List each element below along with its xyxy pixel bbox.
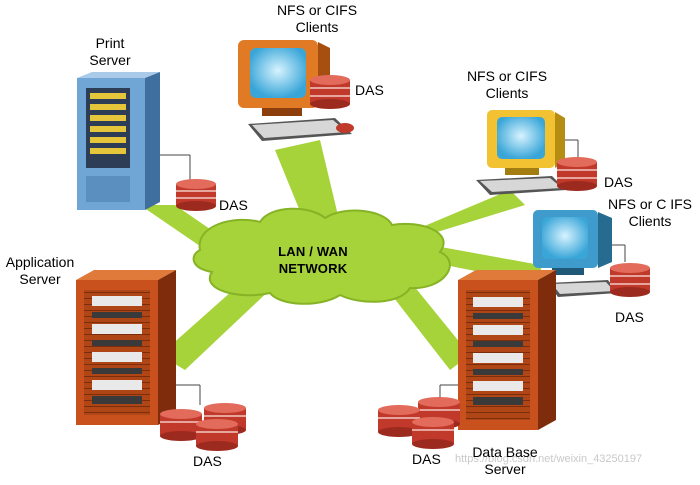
database-server-rack (458, 270, 556, 430)
application-server-das-label: DAS (193, 453, 222, 469)
top-client-computer (238, 40, 354, 141)
link-to-application-server (160, 275, 275, 370)
database-server-das-label: DAS (412, 451, 441, 467)
print-server-das-disks (160, 154, 216, 211)
right-client-das-disks (557, 139, 597, 191)
link-to-database-server (380, 275, 470, 370)
top-client-das-disks (310, 75, 350, 109)
right-client-das-label: DAS (604, 174, 633, 190)
right-client-computer (476, 110, 566, 195)
top-client-label: NFS or CIFS Clients (276, 2, 358, 35)
lower-right-client-das-label: DAS (615, 309, 644, 325)
right-client-label: NFS or CIFS Clients (466, 68, 548, 101)
network-cloud (192, 207, 451, 305)
database-server-das-disks (378, 384, 460, 449)
lower-right-client-das-disks (610, 244, 650, 297)
lower-right-client-computer (533, 210, 618, 297)
application-server-rack (76, 270, 176, 425)
lower-right-client-label: NFS or C IFS Clients (607, 196, 692, 229)
application-server-das-disks (160, 384, 246, 451)
network-label: LAN / WAN NETWORK (278, 244, 348, 276)
watermark-text: https://blog.csdn.net/weixin_43250197 (455, 453, 643, 465)
application-server-label: Application Server (5, 254, 75, 287)
database-server-label: Data Base Server (472, 444, 538, 477)
print-server-label: Print Server (89, 35, 131, 68)
print-server-das-label: DAS (219, 197, 248, 213)
print-server (77, 72, 160, 210)
top-client-das-label: DAS (355, 82, 384, 98)
